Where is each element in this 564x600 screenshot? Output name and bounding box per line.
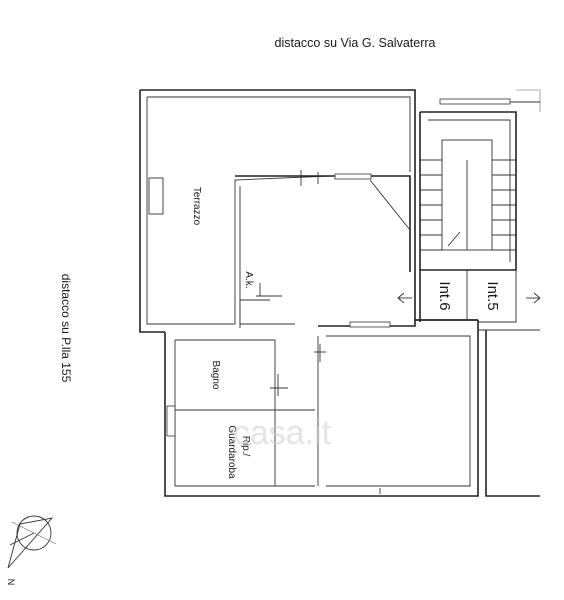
storage-label-line2: Guardaroba [226, 425, 237, 479]
unit-6-label: Int.6 [436, 281, 453, 310]
watermark: casa.it [233, 414, 332, 452]
bathroom-label: Bagno [210, 361, 221, 390]
unit-5-label: Int.5 [484, 281, 501, 310]
street-distance-label: distacco su Via G. Salvaterra [275, 36, 436, 50]
north-label: N [6, 579, 16, 586]
north-compass-icon [7, 515, 57, 569]
service-rooms-walls [164, 332, 320, 497]
side-distance-label: distacco su P.lla 155 [59, 274, 73, 383]
stair-block [414, 89, 541, 497]
interior-walls [235, 170, 411, 328]
ak-label: A.k. [243, 271, 254, 288]
storage-label-line1: Rip./ [240, 436, 251, 457]
main-room-walls [314, 319, 479, 497]
terrace-label: Terrazzo [191, 187, 202, 226]
entry-arrow-icon-right [526, 292, 541, 304]
entry-arrow-icon [397, 292, 412, 304]
